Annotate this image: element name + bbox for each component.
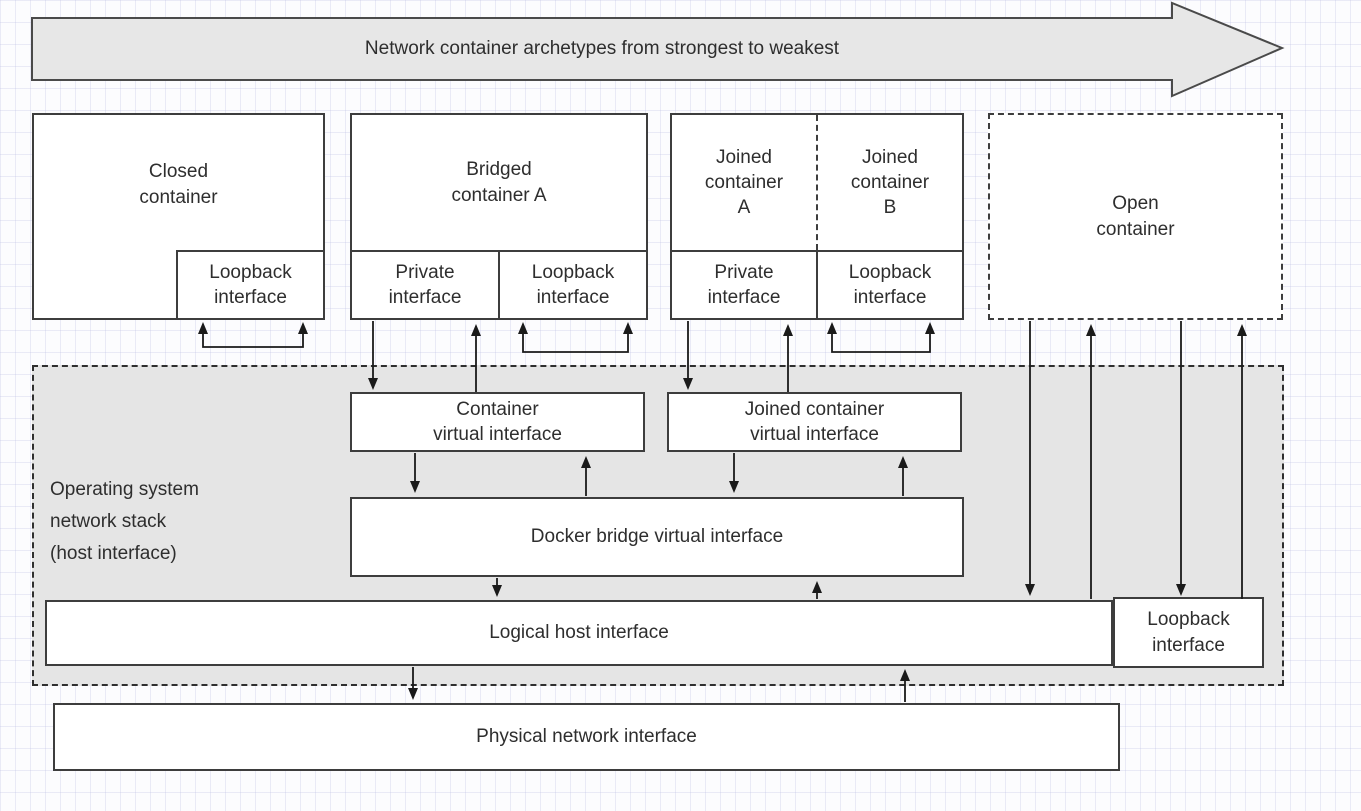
- container-virtual-interface-box: Container virtual interface: [350, 392, 645, 452]
- joined-container-b-cell: Joined container B: [816, 115, 962, 250]
- arrowhead-icon: [1237, 324, 1247, 336]
- bridged-container-box: Bridged container A Private interface Lo…: [350, 113, 648, 320]
- open-container-label: Open container: [1096, 193, 1175, 240]
- arrowhead-icon: [827, 322, 837, 334]
- joined-container-b-label: Joined container B: [850, 146, 930, 219]
- joined-container-virtual-interface-label: Joined container virtual interface: [744, 398, 885, 445]
- arrowhead-icon: [198, 322, 208, 334]
- bridged-private-interface-box: Private interface: [352, 252, 498, 318]
- docker-bridge-virtual-interface-box: Docker bridge virtual interface: [350, 497, 964, 577]
- loopback-connector-line: [831, 332, 931, 353]
- bridged-container-label: Bridged container A: [451, 159, 547, 206]
- bridged-loopback-interface-label: Loopback interface: [531, 261, 615, 308]
- joined-loopback-interface-box: Loopback interface: [816, 252, 962, 318]
- arrowhead-icon: [783, 324, 793, 336]
- closed-container-box: Closed container Loopback interface: [32, 113, 325, 320]
- right-arrow-shape: [31, 1, 1285, 98]
- host-loopback-interface-box: Loopback interface: [1113, 597, 1264, 668]
- physical-network-interface-label: Physical network interface: [476, 726, 697, 748]
- arrowhead-icon: [471, 324, 481, 336]
- arrowhead-icon: [298, 322, 308, 334]
- physical-network-interface-box: Physical network interface: [53, 703, 1120, 771]
- joined-private-interface-label: Private interface: [707, 261, 781, 308]
- joined-loopback-interface-label: Loopback interface: [848, 261, 932, 308]
- joined-container-a-label: Joined container A: [704, 146, 784, 219]
- closed-container-label: Closed container: [139, 161, 218, 208]
- host-loopback-interface-label: Loopback interface: [1147, 609, 1230, 656]
- arrowhead-icon: [1086, 324, 1096, 336]
- os-network-stack-label: Operating system network stack (host int…: [50, 479, 199, 564]
- arrowhead-icon: [518, 322, 528, 334]
- closed-loopback-interface-label: Loopback interface: [209, 261, 292, 308]
- docker-bridge-virtual-interface-label: Docker bridge virtual interface: [530, 526, 784, 548]
- arrowhead-icon: [408, 688, 418, 700]
- bridged-private-interface-label: Private interface: [388, 261, 462, 308]
- arrowhead-icon: [623, 322, 633, 334]
- container-virtual-interface-label: Container virtual interface: [433, 398, 562, 445]
- logical-host-interface-box: Logical host interface: [45, 600, 1113, 666]
- loopback-connector-line: [202, 332, 304, 348]
- banner-title-wrap: Network container archetypes from strong…: [32, 18, 1172, 80]
- open-container-box: Open container: [988, 113, 1283, 320]
- arrowhead-icon: [925, 322, 935, 334]
- banner-title: Network container archetypes from strong…: [364, 38, 840, 60]
- closed-loopback-interface-box: Loopback interface: [176, 250, 325, 320]
- loopback-connector-line: [522, 332, 629, 353]
- archetype-strength-arrow: [31, 1, 1285, 98]
- joined-container-a-cell: Joined container A: [672, 115, 816, 250]
- joined-private-interface-box: Private interface: [672, 252, 816, 318]
- joined-containers-box: Joined container A Joined container B Pr…: [670, 113, 964, 320]
- logical-host-interface-label: Logical host interface: [489, 622, 669, 644]
- joined-container-virtual-interface-box: Joined container virtual interface: [667, 392, 962, 452]
- bridged-loopback-interface-box: Loopback interface: [498, 252, 646, 318]
